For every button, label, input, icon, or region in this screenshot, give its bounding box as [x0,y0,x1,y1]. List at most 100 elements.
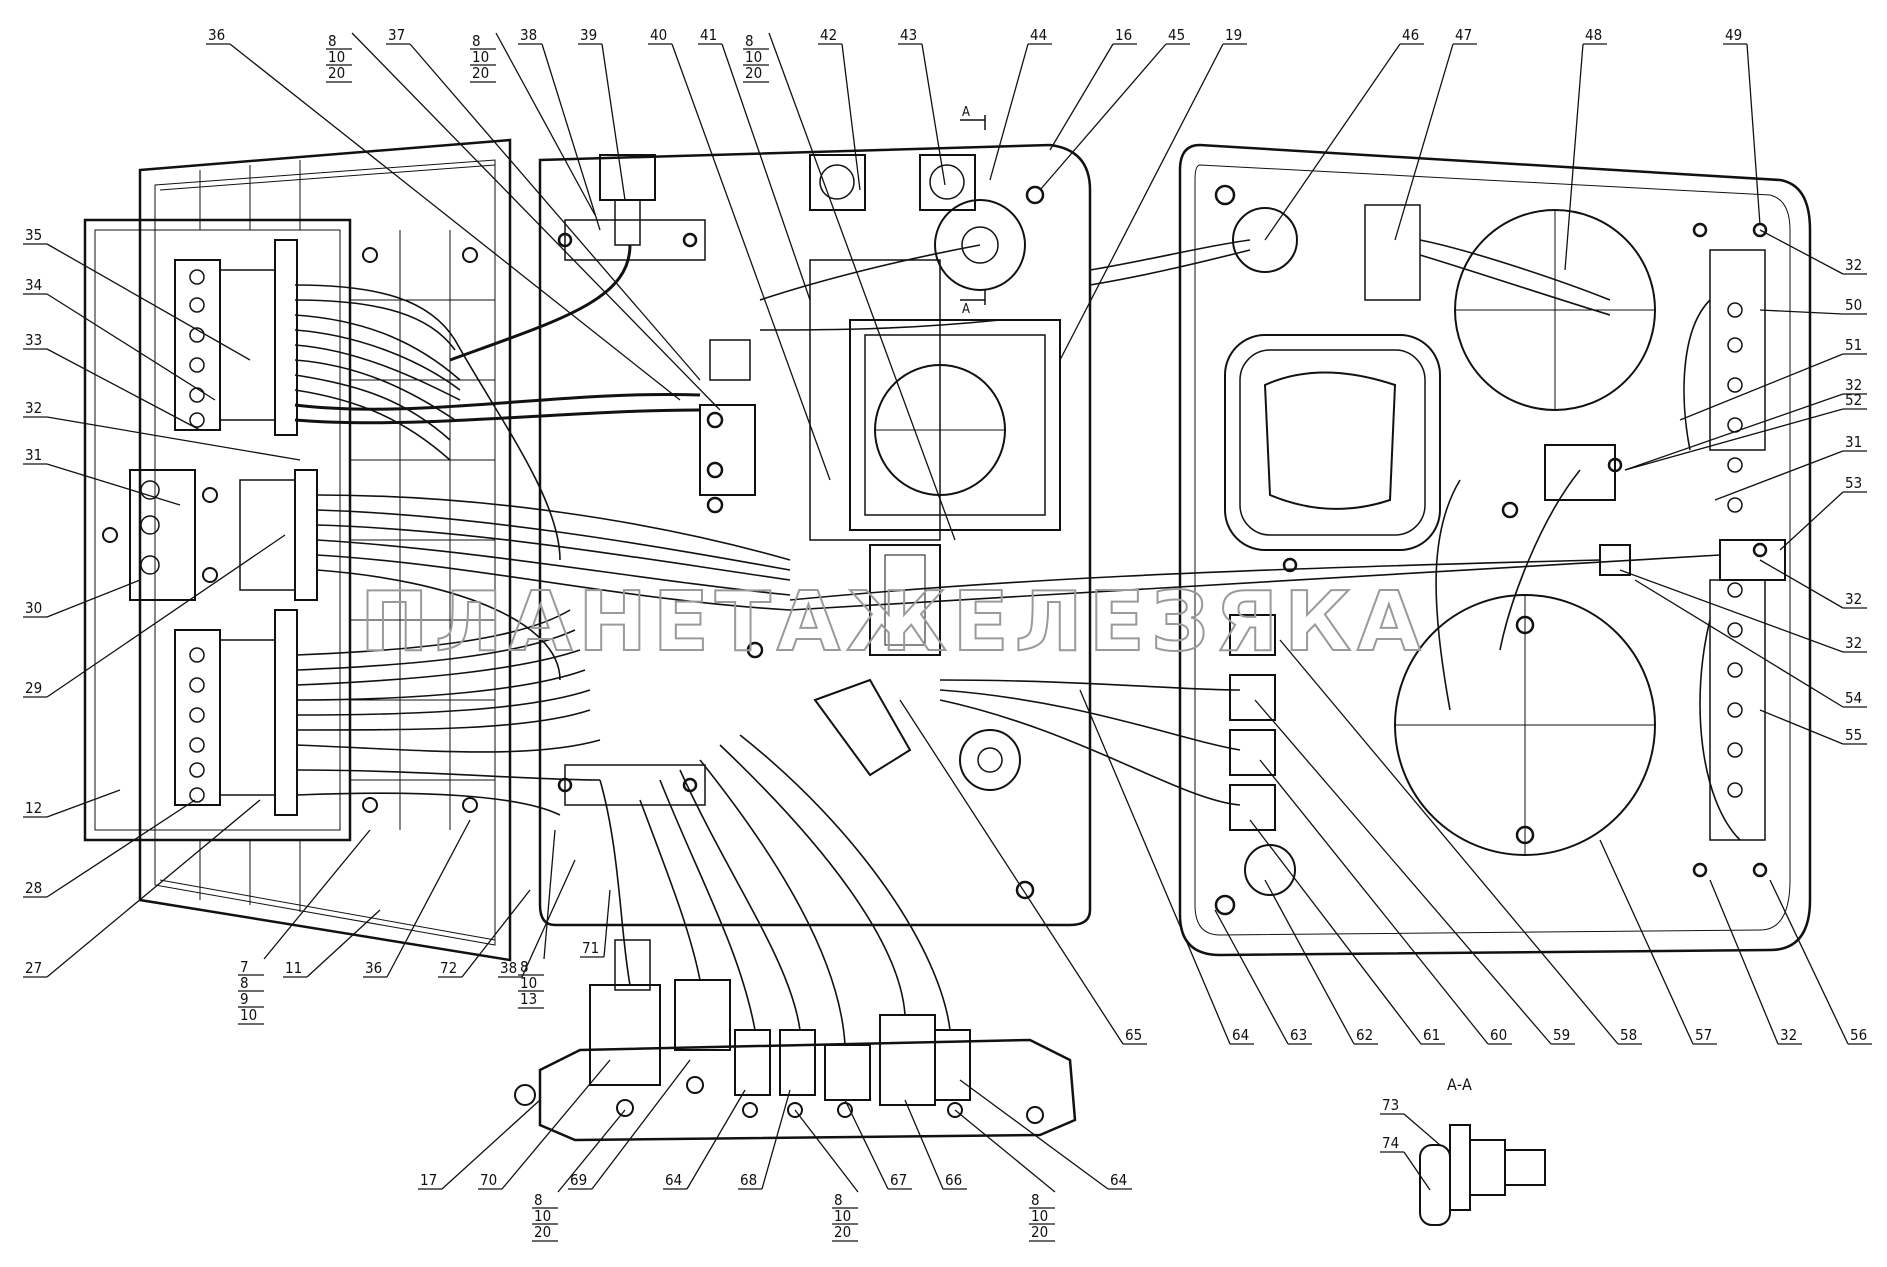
callout-label: 58 [1620,1026,1637,1044]
callout-label: 69 [570,1171,587,1189]
callout-label: 55 [1845,726,1862,744]
callout-stacked-label: 10 [328,48,345,66]
leader-line [841,43,861,191]
left-switch-panel [83,138,512,962]
leader-line [1059,43,1224,361]
leader-line [1679,353,1844,421]
callout-label: 19 [1225,26,1242,44]
leader-line [671,43,831,481]
leader-line [601,43,626,201]
leader-line [1254,699,1552,1045]
callout-label: 74 [1382,1134,1399,1152]
leader-line [959,1079,1109,1190]
fan-switch-icon [140,480,160,500]
callout-stacked-label: 8 [520,958,529,976]
leader-line [1759,709,1844,745]
callout-label: 47 [1455,26,1472,44]
left-switch-symbols [140,269,205,803]
headlight-icon [189,269,205,285]
callout-stacked-label: 10 [534,1207,551,1225]
callout-label: 42 [820,26,837,44]
callout-label: 31 [1845,433,1862,451]
callout-label: 71 [582,939,599,957]
leader-line [1214,909,1289,1045]
callout-label: 67 [890,1171,907,1189]
section-marker [960,115,986,305]
leader-line [904,1099,944,1190]
leader-line [46,799,261,978]
callout-label: 30 [25,599,42,617]
callout-label: 62 [1356,1026,1373,1044]
callout-stacked-label: 20 [834,1223,851,1241]
callout-stacked-label: 10 [472,48,489,66]
callout-stacked-label: 7 [240,958,249,976]
leader-line [1279,639,1619,1045]
leader-line [954,1109,1056,1193]
leader-line [686,1089,746,1190]
leader-line [1249,819,1422,1045]
section-view-a-a [1419,1124,1546,1226]
callout-stacked-label: 8 [328,32,337,50]
leader-line [1259,759,1489,1045]
right-instrument-panel [1178,143,1812,957]
callout-stacked-label: 10 [240,1006,257,1024]
callout-label: 33 [25,331,42,349]
leader-line [921,43,946,186]
callout-label: 16 [1115,26,1132,44]
leader-line [1759,229,1844,275]
section-title: А-А [1447,1075,1472,1094]
callout-stacked-label: 8 [472,32,481,50]
watermark: ПЛАНЕТАЖЕЛЕЗЯКА [360,575,1427,670]
section-marker-top: А [962,105,970,120]
callout-label: 36 [365,959,382,977]
callout-label: 40 [650,26,667,44]
callout-label: 38 [500,959,517,977]
leader-lines [23,32,1872,1242]
callout-stacked-label: 20 [745,64,762,82]
callout-stacked-label: 20 [534,1223,551,1241]
leader-line [1049,43,1114,151]
callout-label: 32 [1780,1026,1797,1044]
leader-line [1779,491,1844,551]
callout-stacked-label: 10 [745,48,762,66]
callout-label: 37 [388,26,405,44]
callout-label: 73 [1382,1096,1399,1114]
callout-stacked-label: 8 [240,974,249,992]
leader-line [989,43,1029,181]
callout-label: 59 [1553,1026,1570,1044]
leader-line [46,789,121,818]
callout-label: 51 [1845,336,1862,354]
leader-line [229,43,681,401]
callout-stacked-label: 8 [745,32,754,50]
leader-line [1599,839,1694,1045]
leader-line [543,829,556,960]
work-light-icon [189,677,205,693]
leader-line [1709,879,1779,1045]
callout-label: 41 [700,26,717,44]
callout-label: 60 [1490,1026,1507,1044]
leader-line [1039,43,1167,191]
callout-label: 54 [1845,689,1862,707]
callout-stacked-label: 10 [520,974,537,992]
callout-label: 43 [900,26,917,44]
callout-label: 56 [1850,1026,1867,1044]
leader-line [46,348,201,431]
leader-line [46,799,196,898]
leader-line [306,909,381,978]
leader-line [386,819,471,978]
callout-label: 64 [1232,1026,1249,1044]
leader-line [441,1099,541,1190]
horn-icon [189,327,205,343]
callout-label: 72 [440,959,457,977]
callout-stacked-label: 9 [240,990,249,1008]
wiper-icon [189,412,205,428]
leader-line [1759,559,1844,609]
leader-line [1624,408,1844,471]
callout-label: 64 [1110,1171,1127,1189]
leader-line [591,1059,691,1190]
leader-line [1403,1151,1431,1191]
callout-label: 48 [1585,26,1602,44]
leader-line [501,1059,611,1190]
leader-line [794,1109,859,1193]
